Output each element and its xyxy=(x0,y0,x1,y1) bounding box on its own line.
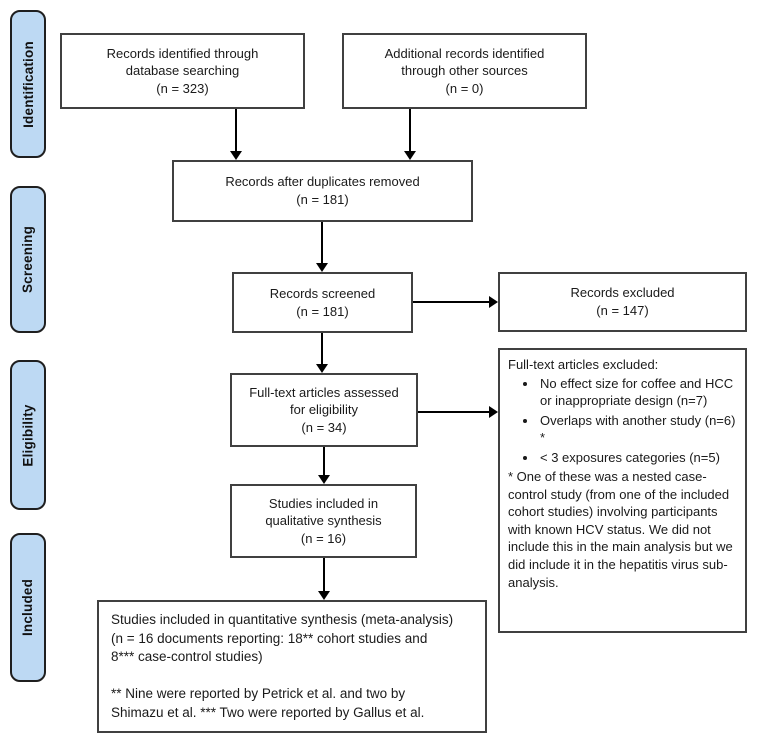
box-text-line: (n = 181) xyxy=(296,192,349,207)
box-text-line: Additional records identified xyxy=(384,45,545,61)
exclusion-bullet: < 3 exposures categories (n=5) xyxy=(538,449,737,467)
arrow-head-down-icon xyxy=(318,591,330,600)
arrow-head-down-icon xyxy=(318,475,330,484)
box-text-line: (n = 16 documents reporting: 18** cohort… xyxy=(111,630,428,646)
arrow-line xyxy=(235,109,237,151)
arrow-fulltext-to-qualitative xyxy=(318,447,330,484)
arrow-head-down-icon xyxy=(316,364,328,373)
box-fulltext-excluded: Full-text articles excluded: No effect s… xyxy=(498,348,747,633)
arrow-line xyxy=(323,447,325,475)
arrow-head-down-icon xyxy=(230,151,242,160)
arrow-head-right-icon xyxy=(489,296,498,308)
box-records-excluded: Records excluded (n = 147) xyxy=(498,272,747,332)
box-text-line: database searching xyxy=(125,63,240,79)
box-text-line: ** Nine were reported by Petrick et al. … xyxy=(111,685,406,701)
box-qualitative-synthesis: Studies included in qualitative synthesi… xyxy=(230,484,417,558)
box-text-line: Studies included in quantitative synthes… xyxy=(111,612,454,627)
box-text-line: Records identified through xyxy=(106,45,259,61)
box-text-line: Records screened xyxy=(269,285,376,301)
box-text-line: (n = 16) xyxy=(300,530,347,546)
box-text-line: (n = 181) xyxy=(296,303,349,319)
box-text-line: Records excluded xyxy=(570,285,675,301)
arrow-head-right-icon xyxy=(489,406,498,418)
arrow-identified-to-duplicates xyxy=(230,109,242,160)
phase-label-text: Identification xyxy=(20,40,36,128)
box-fulltext-assessed: Full-text articles assessed for eligibil… xyxy=(230,373,418,447)
box-quantitative-synthesis: Studies included in quantitative synthes… xyxy=(97,600,487,733)
exclusion-footnote: * One of these was a nested case-control… xyxy=(508,469,733,590)
arrow-screened-to-fulltext xyxy=(316,333,328,373)
box-records-screened: Records screened (n = 181) xyxy=(232,272,413,333)
phase-label-text: Included xyxy=(20,578,36,637)
exclusion-bullet: Overlaps with another study (n=6) * xyxy=(538,412,737,447)
exclusion-bullet: No effect size for coffee and HCC or ina… xyxy=(538,375,737,410)
paragraph-gap xyxy=(111,667,473,685)
box-text-line: (n = 147) xyxy=(596,303,649,318)
box-text-line: for eligibility xyxy=(290,402,358,418)
arrow-line xyxy=(321,222,323,263)
arrow-screened-to-excluded xyxy=(413,296,498,308)
box-text-line: through other sources xyxy=(401,63,528,79)
phase-label-eligibility: Eligibility xyxy=(10,360,46,510)
arrow-line xyxy=(409,109,411,151)
box-records-identified: Records identified through database sear… xyxy=(60,33,305,109)
box-text-line: Studies included in xyxy=(268,495,379,511)
arrow-duplicates-to-screened xyxy=(316,222,328,272)
box-text-line: Full-text articles assessed xyxy=(249,384,399,400)
arrow-line xyxy=(418,411,489,413)
box-after-duplicates: Records after duplicates removed (n = 18… xyxy=(172,160,473,222)
phase-label-included: Included xyxy=(10,533,46,682)
phase-label-screening: Screening xyxy=(10,186,46,333)
arrow-head-down-icon xyxy=(404,151,416,160)
arrow-line xyxy=(323,558,325,591)
arrow-head-down-icon xyxy=(316,263,328,272)
box-text-line: qualitative synthesis xyxy=(265,513,382,529)
phase-label-identification: Identification xyxy=(10,10,46,158)
arrow-line xyxy=(321,333,323,364)
box-text-line: 8*** case-control studies) xyxy=(111,649,263,665)
box-text-line: (n = 0) xyxy=(445,80,484,96)
box-additional-records: Additional records identified through ot… xyxy=(342,33,587,109)
phase-label-text: Eligibility xyxy=(20,403,36,467)
phase-label-text: Screening xyxy=(20,225,36,294)
arrow-fulltext-to-ftexcluded xyxy=(418,406,498,418)
box-text-line: (n = 323) xyxy=(156,80,209,96)
arrow-line xyxy=(413,301,489,303)
box-text-line: Shimazu et al. *** Two were reported by … xyxy=(111,704,425,720)
arrow-additional-to-duplicates xyxy=(404,109,416,160)
box-text-line: (n = 34) xyxy=(301,419,347,435)
exclusion-title: Full-text articles excluded: xyxy=(508,357,659,372)
box-text-line: Records after duplicates removed xyxy=(225,174,420,190)
exclusion-bullet-list: No effect size for coffee and HCC or ina… xyxy=(508,375,737,467)
arrow-qualitative-to-quantitative xyxy=(318,558,330,600)
